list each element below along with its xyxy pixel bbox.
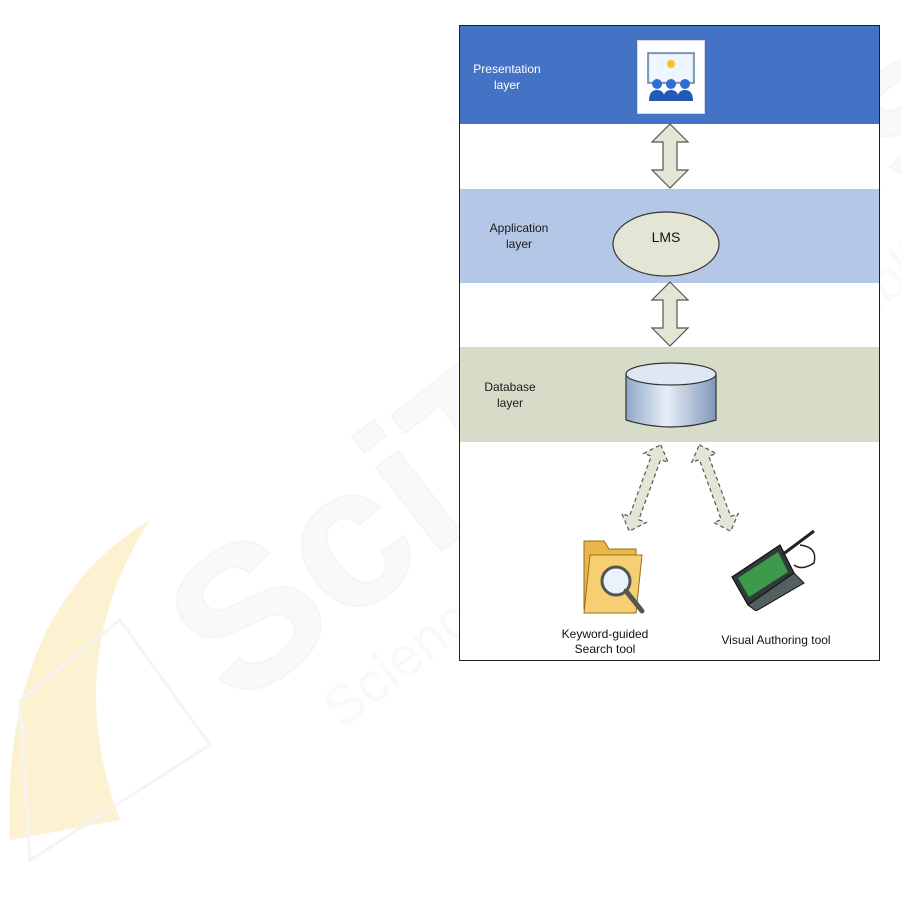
search-tool-label-line1: Keyword-guided xyxy=(550,627,660,642)
database-layer-label: Database layer xyxy=(470,379,550,411)
presentation-audience-icon xyxy=(637,40,705,114)
double-arrow-application-database xyxy=(650,280,690,348)
lms-label: LMS xyxy=(611,228,721,246)
laptop-pen-icon xyxy=(722,525,826,611)
folder-search-icon xyxy=(576,531,648,619)
watermark-swoosh xyxy=(9,520,150,840)
application-label-line1: Application xyxy=(476,220,562,236)
database-label-line2: layer xyxy=(470,395,550,411)
dashed-arrow-database-search-tool xyxy=(610,438,680,538)
dashed-arrow-database-authoring-tool xyxy=(680,438,750,538)
presentation-layer-label: Presentation layer xyxy=(464,61,550,93)
search-tool-label-line2: Search tool xyxy=(550,642,660,657)
search-tool-label: Keyword-guided Search tool xyxy=(550,627,660,657)
presentation-label-line2: layer xyxy=(464,77,550,93)
double-arrow-presentation-application xyxy=(650,122,690,190)
database-cylinder-icon xyxy=(623,360,719,434)
presentation-label-line1: Presentation xyxy=(464,61,550,77)
database-label-line1: Database xyxy=(470,379,550,395)
application-layer-label: Application layer xyxy=(476,220,562,252)
application-label-line2: layer xyxy=(476,236,562,252)
architecture-diagram: Presentation layer Application layer Dat… xyxy=(459,25,880,661)
authoring-tool-label: Visual Authoring tool xyxy=(706,633,846,648)
watermark-swoosh-outline xyxy=(20,620,210,860)
